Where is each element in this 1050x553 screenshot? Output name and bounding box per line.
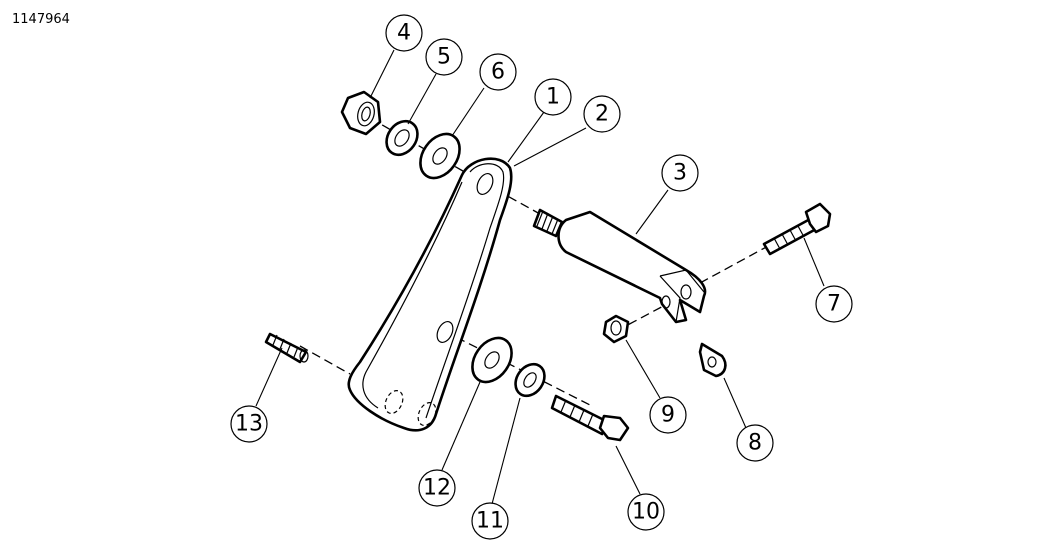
callout-5: 5 <box>425 38 463 76</box>
svg-text:11: 11 <box>476 509 504 534</box>
set-screw <box>264 332 309 364</box>
callout-6: 6 <box>479 53 517 91</box>
callout-10: 10 <box>627 493 665 531</box>
svg-text:2: 2 <box>595 102 609 127</box>
lock-washer-upper <box>385 119 419 157</box>
assembly-axes <box>299 117 771 406</box>
flat-washer-upper <box>419 132 461 180</box>
diagram-id: 1147964 <box>12 12 70 27</box>
svg-text:10: 10 <box>632 500 660 525</box>
svg-text:5: 5 <box>437 45 451 70</box>
callout-12: 12 <box>418 469 456 507</box>
callout-13: 13 <box>230 405 268 443</box>
callout-9: 9 <box>649 396 687 434</box>
svg-text:7: 7 <box>827 292 841 317</box>
svg-text:12: 12 <box>423 476 451 501</box>
callout-7: 7 <box>815 285 853 323</box>
callout-3: 3 <box>661 154 699 192</box>
bolt-upper <box>762 202 832 256</box>
bracket <box>347 157 513 432</box>
svg-text:13: 13 <box>235 412 263 437</box>
clip <box>698 342 727 378</box>
flat-washer-lower <box>471 336 513 384</box>
hex-nut <box>340 90 382 136</box>
callout-2: 2 <box>583 95 621 133</box>
svg-text:3: 3 <box>673 161 687 186</box>
clevis-rod <box>532 208 707 324</box>
callout-1: 1 <box>534 78 572 116</box>
leader-lines <box>255 49 825 505</box>
svg-text:4: 4 <box>397 21 411 46</box>
lock-nut <box>602 314 630 344</box>
svg-text:8: 8 <box>748 431 762 456</box>
svg-text:1: 1 <box>546 85 560 110</box>
svg-text:9: 9 <box>661 403 675 428</box>
callout-8: 8 <box>736 424 774 462</box>
svg-text:6: 6 <box>491 60 505 85</box>
lock-washer-lower <box>514 362 546 398</box>
bolt-lower <box>550 394 630 442</box>
callout-11: 11 <box>471 502 509 540</box>
callout-4: 4 <box>385 14 423 52</box>
